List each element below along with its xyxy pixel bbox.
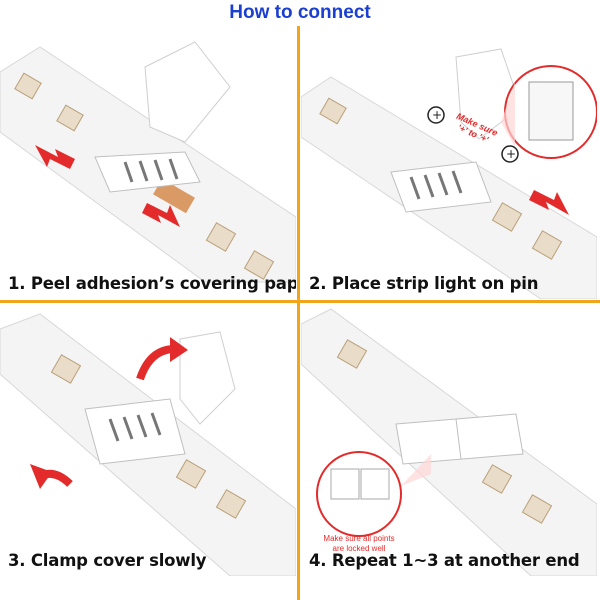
step-1-caption: 1. Peel adhesion’s covering paper (8, 274, 296, 293)
svg-text:+: + (432, 108, 442, 122)
horizontal-divider (0, 300, 600, 303)
step-3-panel: 3. Clamp cover slowly (0, 304, 296, 576)
step-2-illustration: + + (301, 48, 597, 299)
page-title: How to connect (229, 2, 371, 23)
step-3-caption: 3. Clamp cover slowly (8, 551, 207, 570)
step-4-illustration (301, 308, 597, 576)
step-3-illustration (0, 313, 296, 576)
red-arrow-icon (529, 190, 569, 215)
curved-arrow-icon (136, 345, 176, 381)
step-4-panel: Make sure all points are locked well 4. … (301, 304, 597, 576)
red-arrow-icon (35, 145, 75, 169)
vertical-divider (297, 26, 300, 600)
step-4-caption: 4. Repeat 1~3 at another end (309, 551, 580, 570)
step-2-caption: 2. Place strip light on pin (309, 274, 539, 293)
step-1-illustration (0, 41, 296, 283)
step-2-panel: + + Make sure '+' to '+' 2. Place strip … (301, 27, 597, 299)
step-1-panel: 1. Peel adhesion’s covering paper (0, 27, 296, 299)
plus-icon (427, 106, 445, 124)
plus-icon (501, 145, 519, 163)
svg-text:+: + (506, 147, 516, 161)
lock-note: Make sure all points are locked well (323, 534, 395, 553)
red-arrow-icon (142, 203, 180, 227)
